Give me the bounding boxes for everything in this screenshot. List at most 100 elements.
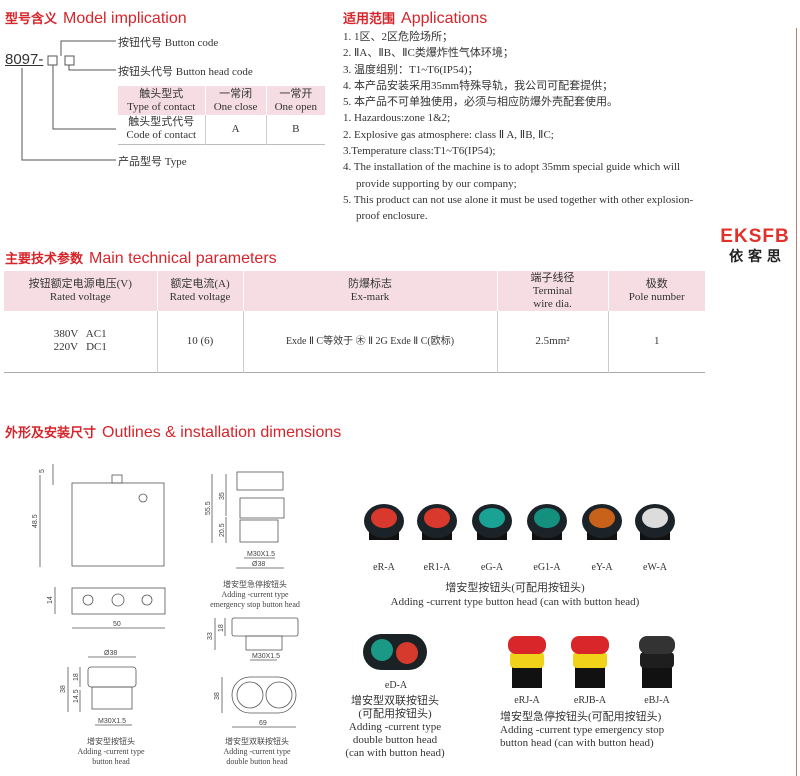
th-en: Terminal wire dia. [532, 284, 573, 310]
product-code: eD-A [384, 680, 408, 691]
caption-en: Adding -current type [77, 747, 145, 756]
list-item: 4. 本产品安装采用35mm特殊导轨，我公司可配套提供； [343, 79, 614, 92]
heads-caption-cn: 增安型按钮头(可配用按钮头) [445, 582, 585, 594]
list-item: 2. ⅡA、ⅡB、ⅡC类爆炸性气体环境； [343, 47, 514, 60]
estop-black [639, 636, 675, 688]
th-cn: 额定电流(A) [170, 278, 230, 290]
dim-14: 14 [47, 596, 54, 604]
button-head-eR-A [362, 503, 406, 541]
button-code-label: 按钮代号 Button code [118, 37, 219, 49]
logo: EKSFB 依 客 思 [716, 226, 794, 266]
dim-d38-std: Ø38 [104, 650, 117, 657]
code-b: B [292, 122, 300, 135]
button-head-eR1-A [415, 503, 459, 541]
list-item: 3.Temperature class:T1~T6(IP54); [343, 145, 496, 158]
caption-en: Adding -current type [223, 747, 291, 756]
applications-list: 1. 1区、2区危险场所； 2. ⅡA、ⅡB、ⅡC类爆炸性气体环境； 3. 温度… [343, 29, 693, 225]
model-lines [21, 40, 116, 161]
applications-heading: 适用范围 Applications [343, 8, 487, 28]
logo-cn: 依 客 思 [729, 249, 781, 265]
estop-red-yellow-key [571, 636, 609, 688]
wire-dia: 2.5mm² [497, 311, 609, 372]
applications-heading-en: Applications [401, 10, 488, 27]
caption-cn: 增安型双联按钮头 [225, 737, 289, 746]
product-code: eG-A [480, 562, 504, 573]
product-code: eR1-A [423, 562, 451, 573]
applications-heading-cn: 适用范围 [343, 11, 396, 26]
td-en: Code of contact [126, 129, 197, 142]
td-cn: 触头型式代号 [128, 116, 195, 129]
th-en: Type of contact [127, 100, 196, 113]
model-heading: 型号含义 Model implication [5, 8, 187, 28]
dim-55-5: 55.5 [205, 501, 212, 515]
th-en: One close [213, 100, 258, 113]
outlines-heading-en: Outlines & installation dimensions [102, 424, 342, 441]
list-item: 5. 本产品不可单独使用，必须与相应防爆外壳配套使用。 [343, 96, 618, 109]
ex-mark: Exde Ⅱ C等效于 ㊍ Ⅱ 2G Exde Ⅱ C(欧标) [243, 311, 498, 372]
list-item: 4. The installation of the machine is to… [343, 161, 681, 174]
caption-cn: 增安型双联按钮头 [351, 695, 439, 707]
estop-caption: 增安型急停按钮头(可配用按钮头)Adding -current type eme… [500, 711, 664, 750]
caption-en: double button head [226, 757, 288, 766]
product-code: eG1-A [533, 562, 561, 573]
product-code: eR-A [373, 562, 395, 573]
list-item: 1. 1区、2区危险场所； [343, 31, 453, 43]
caption-cn: (可配用按钮头) [358, 708, 432, 720]
voltage-ac: 380V AC1 [53, 328, 107, 341]
dim-33: 33 [207, 632, 214, 640]
list-item: 3. 温度组别：T1~T6(IP54)； [343, 63, 479, 76]
dim-38: 38 [214, 692, 221, 700]
list-item: 1. Hazardous:zone 1&2; [343, 112, 451, 125]
th-en: Ex-mark [350, 291, 390, 303]
double-button-image [363, 634, 427, 670]
th-en: Rated voltage [169, 291, 231, 303]
list-item: proof enclosure. [356, 210, 428, 223]
logo-brand: EKSFB [720, 226, 790, 247]
button-head-eY-A [580, 503, 624, 541]
product-code: eW-A [643, 562, 667, 573]
caption-cn: 增安型按钮头 [87, 737, 135, 746]
pole-number: 1 [654, 334, 660, 347]
dim-5: 5 [39, 469, 46, 473]
voltage-dc: 220V DC1 [53, 341, 107, 354]
model-heading-cn: 型号含义 [5, 11, 58, 26]
caption-cn: 增安型急停按钮头(可配用按钮头) [500, 711, 662, 723]
dim-m30: M30X1.5 [98, 718, 126, 725]
type-label: 产品型号 Type [118, 156, 187, 168]
caption-en: emergency stop button head [210, 600, 300, 609]
code-a: A [205, 115, 267, 144]
dim-m30: M30X1.5 [247, 551, 275, 558]
product-code: eBJ-A [644, 695, 670, 706]
model-code: 8097- [5, 51, 43, 68]
model-heading-en: Model implication [63, 10, 187, 27]
dim-20-5: 20.5 [219, 523, 226, 537]
red-button [396, 642, 418, 664]
estop-images [508, 636, 675, 688]
dim-35: 35 [219, 492, 226, 500]
th-cn: 极数 [645, 278, 668, 290]
params-heading-en: Main technical parameters [89, 250, 277, 267]
th-en: Rated voltage [49, 291, 111, 303]
th-cn: 一常开 [279, 87, 313, 100]
dim-50: 50 [113, 621, 121, 628]
list-item: provide supporting by our company; [356, 177, 517, 190]
dim-69: 69 [259, 720, 267, 727]
list-item: 2. Explosive gas atmosphere: class Ⅱ A, … [343, 128, 554, 141]
product-code: eRJ-A [514, 695, 540, 706]
th-en: One open [274, 100, 318, 113]
list-item: 5. This product can not use alone it mus… [343, 193, 694, 206]
button-head-eW-A [633, 503, 677, 541]
caption-en: Adding -current type [221, 590, 289, 599]
dim-18: 18 [73, 673, 80, 681]
params-table: 按钮额定电源电压(V)Rated voltage 额定电流(A)Rated vo… [4, 271, 705, 373]
rated-current: 10 (6) [157, 311, 244, 372]
estop-red-yellow [508, 636, 546, 688]
th-cn: 按钮额定电源电压(V) [28, 278, 132, 290]
outlines-heading-cn: 外形及安装尺寸 [5, 425, 97, 440]
dim-m30: M30X1.5 [252, 653, 280, 660]
dim-18: 18 [218, 624, 225, 632]
caption-cn: 增安型急停按钮头 [223, 580, 287, 589]
